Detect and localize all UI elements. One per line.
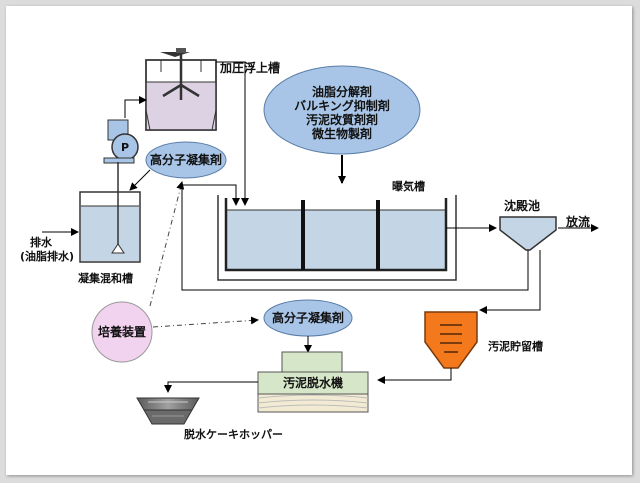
flotation-tank-label: 加圧浮上槽 bbox=[219, 60, 280, 75]
arrow-storage-to-dewater bbox=[377, 368, 452, 384]
sludge-storage-tank bbox=[424, 311, 478, 369]
arrow-coagulant1-to-mix bbox=[129, 169, 151, 191]
flotation-tank bbox=[145, 48, 217, 131]
culture-device-circle bbox=[91, 301, 153, 363]
additive-1: 油脂分解剤 bbox=[312, 84, 372, 99]
sludge-storage-label: 汚泥貯留槽 bbox=[488, 339, 543, 353]
aeration-tank-label: 曝気槽 bbox=[392, 179, 425, 193]
aeration-water bbox=[226, 210, 446, 270]
cake-hopper bbox=[136, 397, 200, 425]
wastewater-sub-label: (油脂排水) bbox=[20, 249, 74, 263]
process-flow-diagram: 加圧浮上槽 油脂分解剤 バルキング抑制剤 汚泥改質剤剤 微生物製剤 曝気槽 沈殿… bbox=[20, 48, 599, 441]
pump bbox=[103, 119, 139, 164]
discharge-label: 放流 bbox=[565, 214, 590, 229]
arrow-sedimentation-to-storage bbox=[479, 250, 541, 314]
sedimentation-tank-label: 沈殿池 bbox=[504, 198, 540, 213]
arrow-culture-to-coagulant1 bbox=[149, 181, 185, 307]
arrow-dewater-to-hopper bbox=[164, 381, 258, 393]
flotation-inlet-cap bbox=[160, 52, 190, 57]
additive-3: 汚泥改質剤剤 bbox=[306, 112, 378, 127]
pump-label: P bbox=[121, 141, 129, 154]
coag-mix-tank-label: 凝集混和槽 bbox=[78, 271, 133, 285]
sludge-dewatering-machine bbox=[257, 351, 369, 413]
additive-4: 微生物製剤 bbox=[311, 126, 372, 141]
wastewater-label: 排水 bbox=[30, 235, 53, 249]
arrow-culture-to-coagulant2 bbox=[152, 316, 259, 328]
return-sludge-line bbox=[181, 184, 529, 291]
coag-mix-tank bbox=[79, 162, 141, 263]
arrow-flotation-to-aeration bbox=[238, 61, 249, 206]
sedimentation-tank bbox=[499, 216, 557, 251]
cake-hopper-label: 脱水ケーキホッパー bbox=[184, 427, 283, 441]
sludge-dewatering-label: 汚泥脱水機 bbox=[283, 375, 343, 390]
polymer-coagulant-1-ellipse bbox=[145, 141, 227, 179]
additive-2: バルキング抑制剤 bbox=[294, 98, 390, 113]
polymer-coagulant-2-label: 高分子凝集剤 bbox=[272, 310, 344, 325]
additives-ellipse bbox=[263, 65, 421, 155]
culture-device-label: 培養装置 bbox=[98, 324, 146, 339]
aeration-tank bbox=[217, 195, 457, 281]
arrow-pump-to-flotation bbox=[124, 96, 147, 118]
polymer-coagulant-1-label: 高分子凝集剤 bbox=[150, 152, 222, 167]
diagram-frame: 加圧浮上槽 油脂分解剤 バルキング抑制剤 汚泥改質剤剤 微生物製剤 曝気槽 沈殿… bbox=[6, 6, 632, 475]
